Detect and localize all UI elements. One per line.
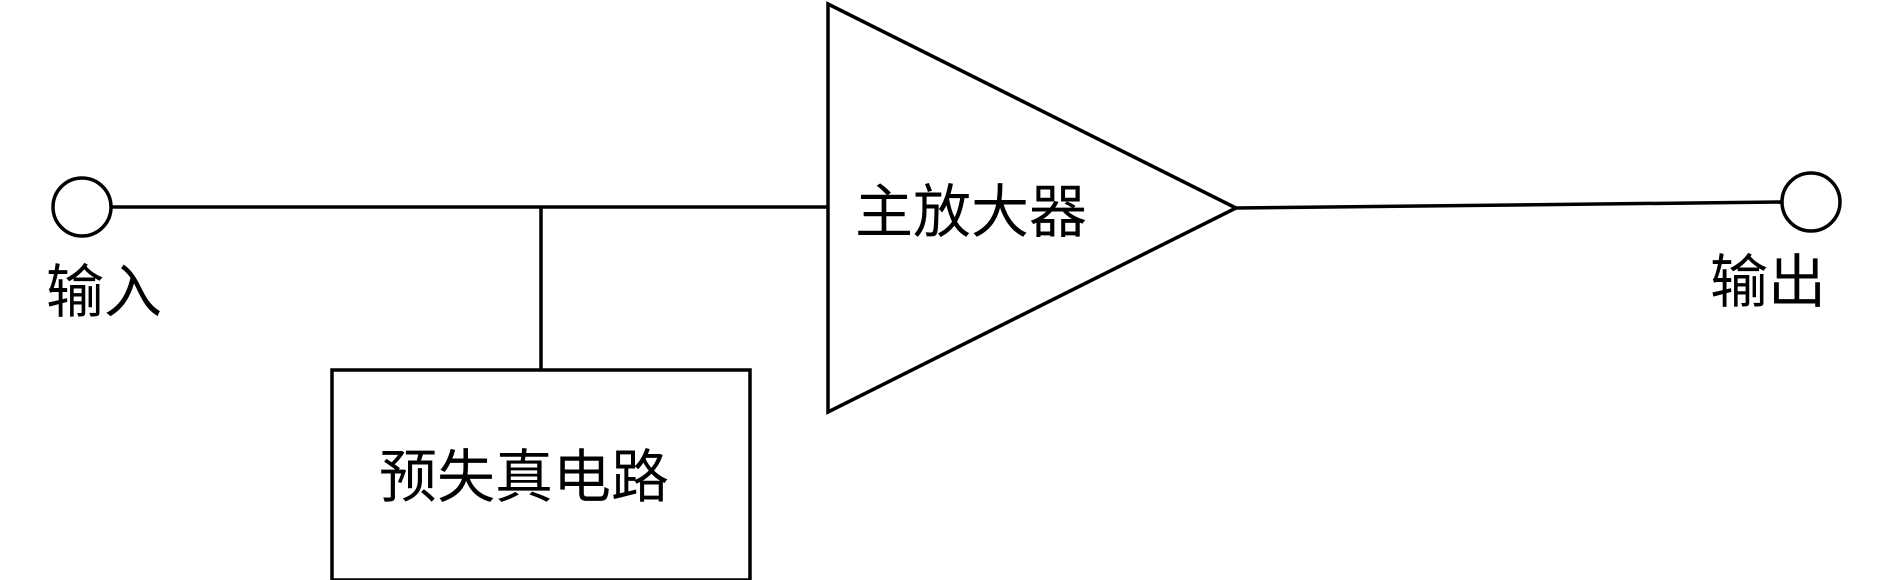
input-terminal <box>51 176 113 238</box>
output-label: 输出 <box>1710 248 1826 316</box>
predistortion-circuit-box <box>330 368 752 580</box>
output-wire <box>1235 200 1783 210</box>
output-terminal <box>1780 171 1842 233</box>
input-label: 输入 <box>46 258 162 326</box>
predistortion-circuit-label: 预失真电路 <box>379 443 669 511</box>
main-amplifier-triangle <box>826 1 1240 415</box>
main-amplifier-label: 主放大器 <box>855 178 1087 246</box>
